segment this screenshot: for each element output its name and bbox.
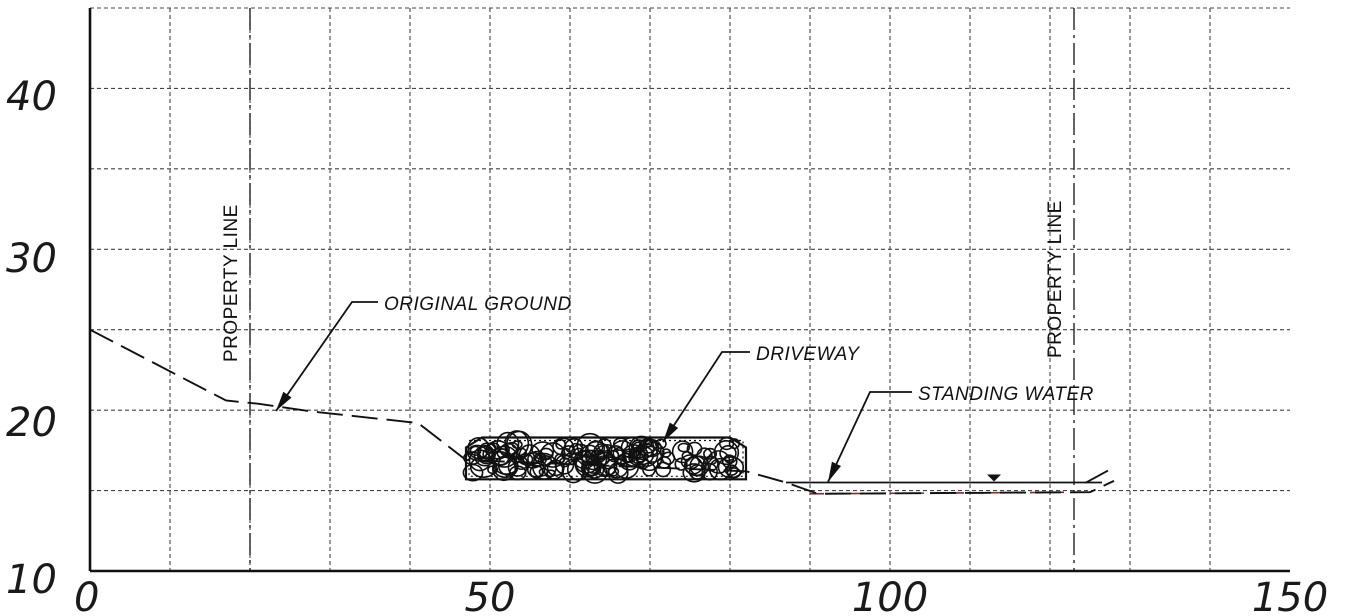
driveway-stone [529,464,544,479]
driveway-stone [504,441,520,456]
driveway-stone [462,463,484,482]
features [462,430,1109,495]
leader-line [275,301,378,412]
leader-line [827,391,912,483]
grid [90,7,1290,571]
annotation-label: STANDING WATER [918,384,1094,405]
driveway-stone [629,445,655,466]
x-tick-label: 150 [1252,575,1328,616]
arrowhead [828,461,841,482]
y-tick-label: 20 [6,400,57,446]
driveway-stone [671,440,694,464]
driveway-stone [628,435,655,461]
y-tick-label: 30 [6,236,57,282]
y-tick-label: 40 [6,74,57,120]
driveway-stone [688,464,706,480]
driveway-stone [561,445,576,457]
x-tick-label: 0 [74,575,99,616]
annotations: ORIGINAL GROUND DRIVEWAY STANDING WATER [275,294,1094,483]
arrowhead [276,391,292,411]
driveway-stone [726,467,742,479]
driveway-stone [718,436,735,451]
x-tick-label: 100 [852,575,928,616]
driveway-stone [636,456,650,470]
driveway-stone [684,455,707,477]
leader-line [662,351,750,443]
driveway-stone [642,439,653,448]
annotation-label: DRIVEWAY [756,344,860,365]
driveway-stone [566,458,590,481]
driveway-stone [654,438,667,450]
tick-labels: 10 20 30 40 0 50 100 150 [6,74,1328,616]
original-ground-line [89,328,1115,495]
x-tick-label: 50 [465,575,516,616]
driveway-stone [703,447,718,460]
driveway-texture-border [468,439,744,477]
annotation-label: ORIGINAL GROUND [384,294,572,315]
driveway-stone [674,457,688,471]
y-tick-label: 10 [6,557,57,603]
driveway-stone [533,453,544,463]
driveway-stone [589,449,606,464]
driveway-stone [713,439,740,466]
property-line-label: PROPERTY LINE [1045,200,1066,358]
driveway-stone [701,462,718,481]
driveway-stone [719,445,737,462]
arrowhead [663,422,679,442]
driveway-stone [491,456,517,482]
axes [88,8,1290,573]
driveway-stone [728,438,741,450]
driveway-stone [568,442,584,460]
water-bank [1085,469,1109,484]
ground-series [89,328,1115,495]
property-lines: PROPERTY LINE PROPERTY LINE [221,8,1075,571]
driveway-stone [610,440,635,465]
driveway-stone [574,449,602,478]
driveway-stone [655,461,672,478]
property-line-label: PROPERTY LINE [221,204,242,362]
water-level-marker [987,474,1001,482]
driveway-stone [613,452,640,479]
driveway-stone [677,442,691,453]
driveway-stone [721,454,738,469]
driveway-stone [661,448,672,458]
driveway-stone [469,455,498,478]
